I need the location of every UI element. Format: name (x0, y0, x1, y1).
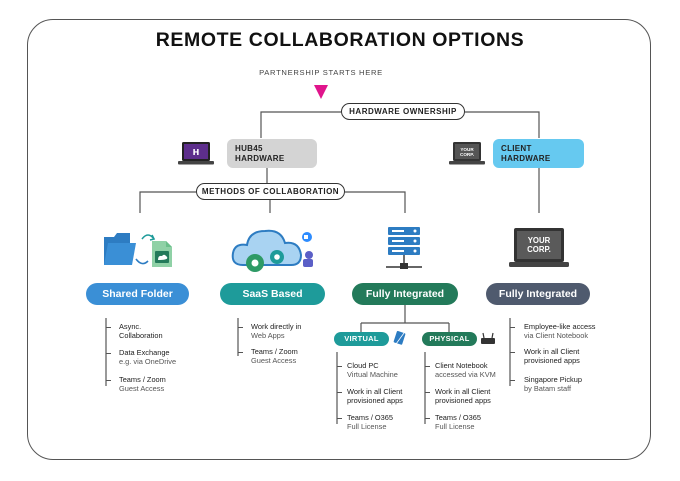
virtual-item-1-line2: Virtual Machine (347, 370, 398, 379)
server-icon (386, 227, 422, 269)
shared-item-2-line2: e.g. via OneDrive (119, 357, 177, 366)
svg-text:H: H (193, 148, 200, 157)
shared-item-1-line1: Async. (119, 322, 142, 331)
client-item-2-line1: Work in all Client (524, 347, 580, 356)
physical-item-3-line2: Full License (435, 422, 475, 431)
your-corp-large-label: YOUR CORP. (517, 236, 561, 254)
shared-item-2-line1: Data Exchange (119, 348, 170, 357)
saas-based-pill: SaaS Based (220, 283, 325, 305)
your-corp-small-line1: YOUR (460, 147, 474, 152)
client-item-tick-1 (510, 327, 515, 328)
client-hw-line1: CLIENT (501, 143, 532, 153)
saas-item-1-line2: Web Apps (251, 331, 285, 340)
physical-item-3: Teams / O365 Full License (435, 413, 481, 431)
client-item-1-line1: Employee-like access (524, 322, 596, 331)
client-item-2-line2: provisioned apps (524, 356, 580, 365)
virtual-item-3-line1: Teams / O365 (347, 413, 394, 422)
physical-item-2-line2: provisioned apps (435, 396, 491, 405)
virtual-item-2-line1: Work in all Client (347, 387, 403, 396)
shared-item-3-line1: Teams / Zoom (119, 375, 166, 384)
saas-item-2-line1: Teams / Zoom (251, 347, 298, 356)
saas-item-1-line1: Work directly in (251, 322, 302, 331)
cloud-saas-icon (231, 229, 313, 272)
hardware-ownership-pill: HARDWARE OWNERSHIP (341, 103, 465, 120)
your-corp-large-line2: CORP. (527, 245, 551, 254)
virtual-item-3: Teams / O365 Full License (347, 413, 393, 431)
client-item-tick-3 (510, 380, 515, 381)
shared-item-1: Async. Collaboration (119, 322, 163, 340)
saas-item-1: Work directly in Web Apps (251, 322, 301, 340)
page-title: REMOTE COLLABORATION OPTIONS (155, 29, 525, 51)
hub45-line2: HARDWARE (235, 153, 285, 163)
client-hardware-box: CLIENT HARDWARE (493, 139, 584, 168)
virtual-pill: VIRTUAL (334, 332, 389, 346)
hub45-laptop-icon: H (178, 142, 214, 165)
saas-item-2: Teams / Zoom Guest Access (251, 347, 298, 365)
shared-item-2: Data Exchange e.g. via OneDrive (119, 348, 176, 366)
shared-item-3: Teams / Zoom Guest Access (119, 375, 166, 393)
hub45-hardware-box: HUB45 HARDWARE (227, 139, 317, 168)
client-fully-integrated-pill: Fully Integrated (486, 283, 590, 305)
your-corp-small-label: YOUR CORP. (455, 147, 479, 158)
shared-item-tick-1 (106, 327, 111, 328)
methods-pill: METHODS OF COLLABORATION (196, 183, 345, 200)
virtual-item-tick-2 (337, 392, 342, 393)
virtual-item-1: Cloud PC Virtual Machine (347, 361, 398, 379)
shared-folder-pill: Shared Folder (86, 283, 189, 305)
physical-item-tick-3 (425, 418, 430, 419)
start-label: PARTNERSHIP STARTS HERE (259, 68, 383, 77)
client-item-3: Singapore Pickup by Batam staff (524, 375, 582, 393)
virtual-item-3-line2: Full License (347, 422, 387, 431)
physical-pill: PHYSICAL (422, 332, 477, 346)
virtual-item-tick-1 (337, 366, 342, 367)
shared-item-1-line2: Collaboration (119, 331, 163, 340)
client-large-laptop-icon (509, 228, 569, 267)
shared-item-tick-2 (106, 353, 111, 354)
client-item-tick-2 (510, 352, 515, 353)
your-corp-large-line1: YOUR (527, 236, 551, 245)
client-item-2: Work in all Client provisioned apps (524, 347, 580, 365)
start-arrow-icon (314, 85, 328, 99)
shared-item-3-line2: Guest Access (119, 384, 165, 393)
fully-integrated-pill: Fully Integrated (352, 283, 458, 305)
shared-folder-icon (104, 233, 172, 267)
physical-item-2-line1: Work in all Client (435, 387, 491, 396)
shared-item-tick-3 (106, 380, 111, 381)
physical-item-3-line1: Teams / O365 (435, 413, 482, 422)
virtual-item-2: Work in all Client provisioned apps (347, 387, 403, 405)
your-corp-small-line2: CORP. (460, 152, 474, 158)
saas-item-tick-1 (238, 327, 243, 328)
virtual-device-icon (393, 331, 406, 345)
hub45-line1: HUB45 (235, 143, 263, 153)
client-item-1: Employee-like access via Client Notebook (524, 322, 595, 340)
virtual-item-2-line2: provisioned apps (347, 396, 403, 405)
physical-item-tick-1 (425, 366, 430, 367)
client-laptop-icon (449, 142, 485, 165)
physical-item-2: Work in all Client provisioned apps (435, 387, 491, 405)
physical-item-1: Client Notebook accessed via KVM (435, 361, 496, 379)
physical-item-1-line2: accessed via KVM (435, 370, 496, 379)
physical-item-tick-2 (425, 392, 430, 393)
saas-item-2-line2: Guest Access (251, 356, 297, 365)
client-item-3-line1: Singapore Pickup (524, 375, 582, 384)
virtual-item-tick-3 (337, 418, 342, 419)
diagram-frame (27, 19, 651, 460)
kvm-device-icon (481, 332, 495, 344)
client-item-1-line2: via Client Notebook (524, 331, 589, 340)
client-item-3-line2: by Batam staff (524, 384, 572, 393)
saas-item-tick-2 (238, 352, 243, 353)
physical-item-1-line1: Client Notebook (435, 361, 488, 370)
virtual-item-1-line1: Cloud PC (347, 361, 379, 370)
client-hw-line2: HARDWARE (501, 153, 551, 163)
